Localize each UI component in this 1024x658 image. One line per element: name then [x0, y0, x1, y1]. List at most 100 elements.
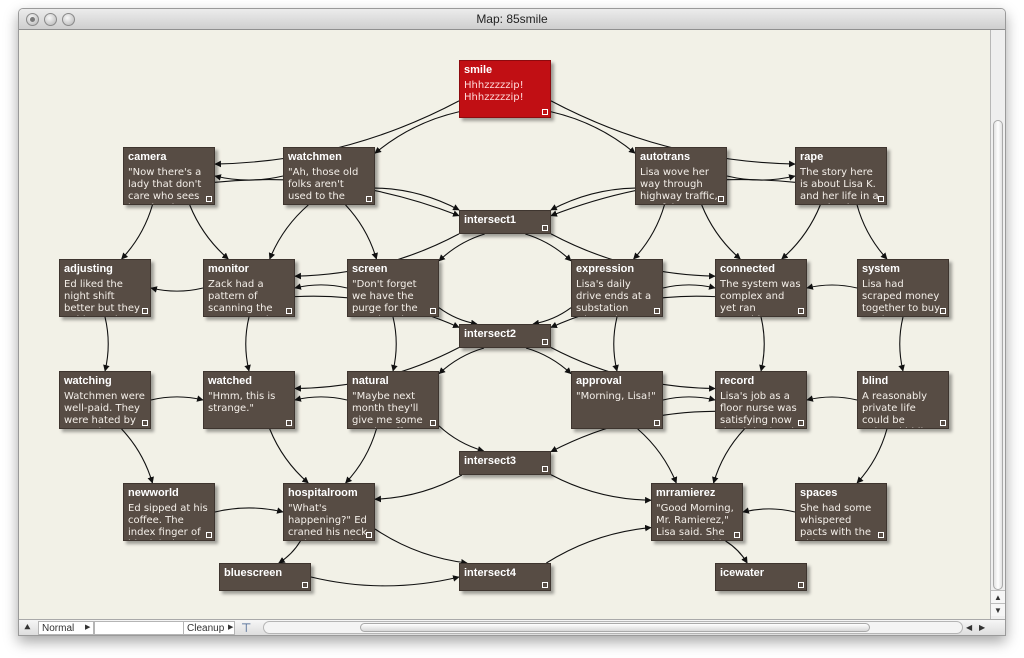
- link-system-to-connected[interactable]: [806, 283, 858, 290]
- link-smile-to-watchmen[interactable]: [374, 111, 460, 154]
- link-natural-to-watched[interactable]: [294, 395, 348, 402]
- resize-handle-icon[interactable]: [798, 582, 804, 588]
- link-smile-to-rape[interactable]: [550, 100, 796, 168]
- link-mrramierez-to-icewater[interactable]: [725, 540, 748, 564]
- note-name-field[interactable]: [94, 621, 184, 635]
- resize-handle-icon[interactable]: [206, 196, 212, 202]
- note-watchmen[interactable]: watchmen"Ah, those old folks aren't used…: [283, 147, 375, 205]
- link-intersect1-to-screen[interactable]: [438, 233, 485, 262]
- link-watching-to-newworld[interactable]: [121, 428, 154, 484]
- title-bar[interactable]: Map: 85smile: [19, 9, 1005, 30]
- resize-handle-icon[interactable]: [366, 196, 372, 202]
- vertical-scroll-thumb[interactable]: [993, 120, 1003, 590]
- horizontal-scrollbar[interactable]: [263, 621, 963, 634]
- link-hospitalroom-to-bluescreen[interactable]: [278, 540, 301, 564]
- close-window-button[interactable]: [26, 13, 39, 26]
- scroll-right-arrow[interactable]: ▶: [979, 623, 986, 632]
- link-watching-to-watched[interactable]: [150, 395, 204, 402]
- note-hospitalroom[interactable]: hospitalroom"What's happening?" Ed crane…: [283, 483, 375, 541]
- scroll-left-arrow[interactable]: ◀: [966, 623, 973, 632]
- link-adjusting-to-watching[interactable]: [103, 316, 110, 372]
- scroll-down-arrow[interactable]: ▼: [991, 603, 1005, 616]
- link-rape-to-connected[interactable]: [781, 204, 821, 260]
- link-hospitalroom-to-intersect4[interactable]: [374, 528, 468, 566]
- link-intersect3-to-hospitalroom[interactable]: [374, 474, 463, 503]
- resize-handle-icon[interactable]: [430, 420, 436, 426]
- link-expression-to-approval[interactable]: [612, 316, 619, 372]
- note-camera[interactable]: camera"Now there's a lady that don't car…: [123, 147, 215, 205]
- link-blind-to-spaces[interactable]: [856, 428, 888, 484]
- vertical-scrollbar[interactable]: ▲ ▼: [990, 30, 1005, 619]
- link-screen-to-monitor[interactable]: [294, 283, 348, 290]
- horizontal-scroll-thumb[interactable]: [360, 623, 870, 632]
- resize-handle-icon[interactable]: [302, 582, 308, 588]
- link-approval-to-record[interactable]: [662, 395, 716, 402]
- cleanup-popup[interactable]: Cleanup: [183, 621, 235, 635]
- resize-handle-icon[interactable]: [940, 308, 946, 314]
- note-mrramierez[interactable]: mrramierez"Good Morning, Mr. Ramierez," …: [651, 483, 743, 541]
- resize-handle-icon[interactable]: [142, 420, 148, 426]
- link-natural-to-intersect3[interactable]: [438, 425, 485, 453]
- link-screen-to-natural[interactable]: [391, 316, 398, 372]
- link-monitor-to-watched[interactable]: [244, 316, 251, 372]
- resize-handle-icon[interactable]: [542, 466, 548, 472]
- link-natural-to-hospitalroom[interactable]: [345, 428, 377, 484]
- link-rape-to-system[interactable]: [856, 204, 888, 260]
- link-smile-to-autotrans[interactable]: [550, 111, 636, 154]
- link-blind-to-record[interactable]: [806, 395, 858, 402]
- resize-handle-icon[interactable]: [542, 109, 548, 115]
- link-bluescreen-to-intersect4[interactable]: [310, 575, 460, 587]
- resize-handle-icon[interactable]: [878, 532, 884, 538]
- resize-handle-icon[interactable]: [654, 308, 660, 314]
- link-autotrans-to-expression[interactable]: [633, 204, 665, 260]
- note-intersect1[interactable]: intersect1: [459, 210, 551, 234]
- note-intersect3[interactable]: intersect3: [459, 451, 551, 475]
- link-record-to-mrramierez[interactable]: [712, 428, 745, 484]
- link-screen-to-intersect2[interactable]: [438, 307, 478, 327]
- note-watched[interactable]: watched"Hmm, this is strange.": [203, 371, 295, 429]
- resize-handle-icon[interactable]: [542, 339, 548, 345]
- link-camera-to-monitor[interactable]: [189, 204, 229, 260]
- note-natural[interactable]: natural"Maybe next month they'll give me…: [347, 371, 439, 429]
- link-monitor-to-adjusting[interactable]: [150, 286, 204, 293]
- resize-handle-icon[interactable]: [206, 532, 212, 538]
- link-watchmen-to-intersect1[interactable]: [374, 187, 460, 211]
- link-intersect2-to-natural[interactable]: [438, 347, 485, 375]
- note-approval[interactable]: approval"Morning, Lisa!": [571, 371, 663, 429]
- resize-handle-icon[interactable]: [142, 308, 148, 314]
- resize-handle-icon[interactable]: [286, 308, 292, 314]
- link-autotrans-to-connected[interactable]: [701, 204, 741, 260]
- link-camera-to-adjusting[interactable]: [121, 204, 153, 260]
- note-screen[interactable]: screen"Don't forget we have the purge fo…: [347, 259, 439, 317]
- link-connected-to-record[interactable]: [759, 316, 766, 372]
- resize-handle-icon[interactable]: [798, 420, 804, 426]
- link-watchmen-to-monitor[interactable]: [268, 204, 309, 260]
- note-intersect2[interactable]: intersect2: [459, 324, 551, 348]
- link-intersect4-to-mrramierez[interactable]: [546, 524, 652, 564]
- link-expression-to-intersect2[interactable]: [532, 307, 572, 327]
- note-bluescreen[interactable]: bluescreen: [219, 563, 311, 591]
- link-newworld-to-hospitalroom[interactable]: [214, 507, 284, 514]
- note-intersect4[interactable]: intersect4: [459, 563, 551, 591]
- resize-handle-icon[interactable]: [430, 308, 436, 314]
- resize-handle-icon[interactable]: [940, 420, 946, 426]
- link-intersect1-to-expression[interactable]: [525, 233, 572, 262]
- view-mode-popup[interactable]: Normal: [38, 621, 94, 635]
- resize-handle-icon[interactable]: [878, 196, 884, 202]
- resize-handle-icon[interactable]: [286, 420, 292, 426]
- resize-handle-icon[interactable]: [798, 308, 804, 314]
- link-autotrans-to-intersect1[interactable]: [550, 187, 636, 211]
- zoom-window-button[interactable]: [62, 13, 75, 26]
